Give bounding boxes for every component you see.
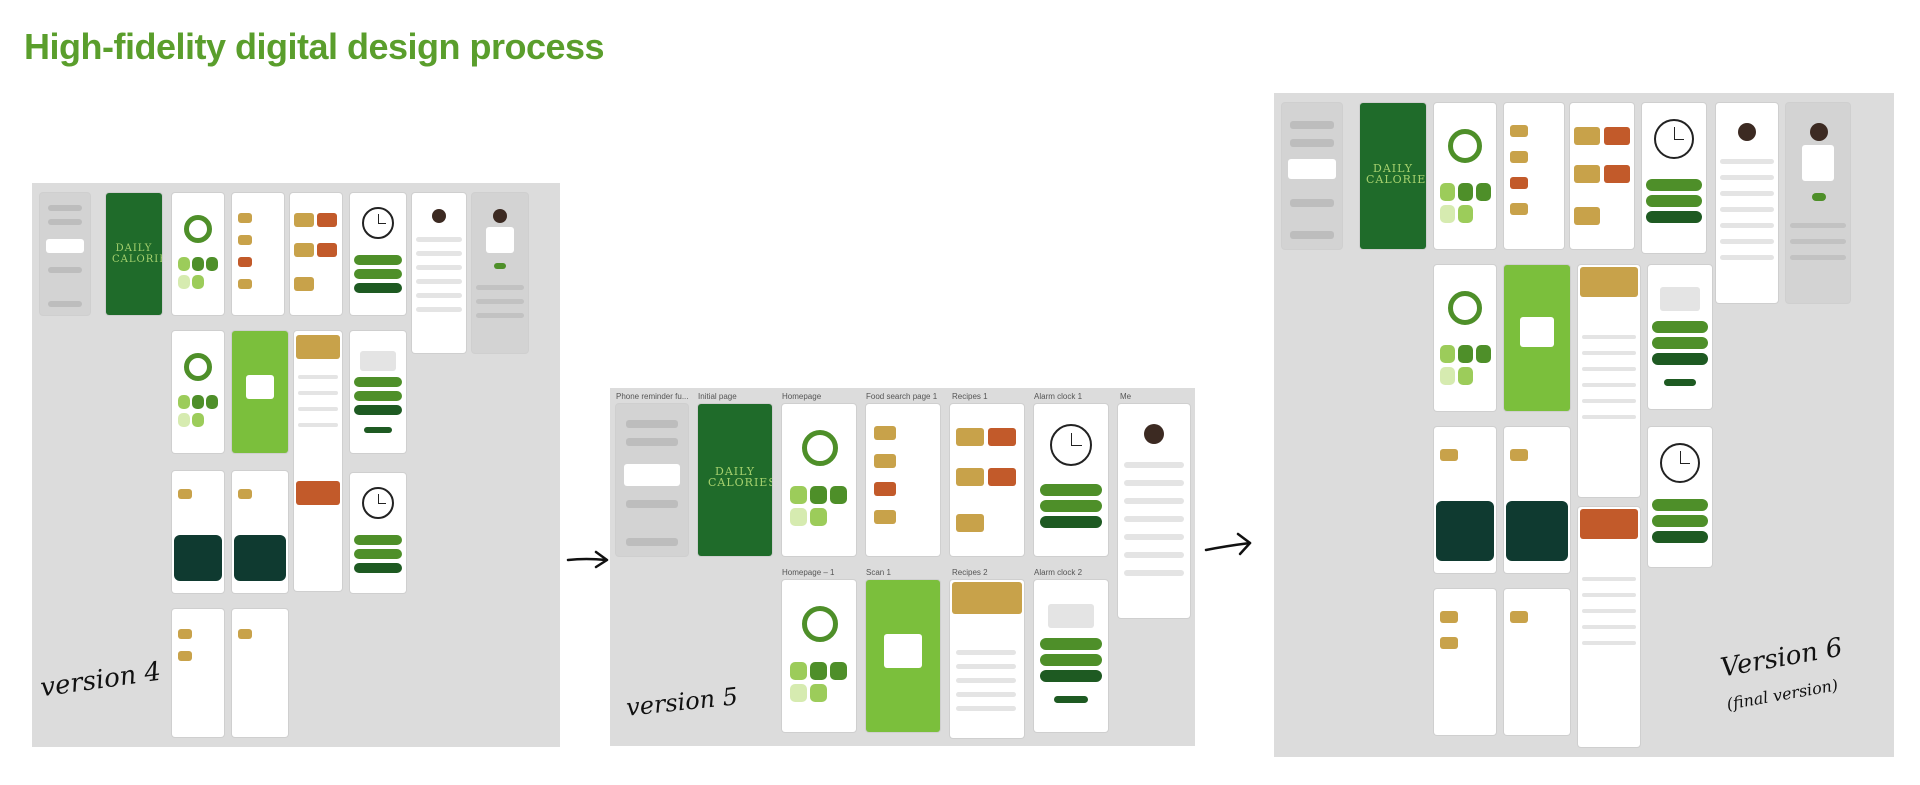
v4-recipe-detail-frame (294, 331, 342, 591)
v5-alarm-1-frame (1034, 404, 1108, 556)
v4-alarm-frame (350, 193, 406, 315)
v5-me-frame (1118, 404, 1190, 618)
v4-profile-edit-frame (472, 193, 528, 353)
v5-label-phone-reminder: Phone reminder fu... (616, 392, 689, 401)
v5-food-search-frame (866, 404, 940, 556)
v6-profile-edit-frame (1786, 103, 1850, 303)
page-title: High-fidelity digital design process (24, 26, 605, 67)
v4-homepage-1-frame (172, 331, 224, 453)
v6-add-food-frame (1434, 427, 1496, 573)
v5-label-recipes-1: Recipes 1 (952, 392, 988, 401)
v5-label-recipes-2: Recipes 2 (952, 568, 988, 577)
v4-alarm-2-frame (350, 473, 406, 593)
v4-edit-alarm-frame (350, 331, 406, 453)
v6-food-search-frame (1504, 103, 1564, 249)
v6-alarm-frame (1642, 103, 1706, 253)
v4-homepage-frame (172, 193, 224, 315)
v6-profile-frame (1716, 103, 1778, 303)
v4-add-food-frame (172, 471, 224, 593)
v4-add-food-2-frame (232, 471, 288, 593)
v6-homepage-1-frame (1434, 265, 1496, 411)
v5-scan-1-frame (866, 580, 940, 732)
arrow-right-icon (566, 550, 609, 569)
version-5-note: version 5 (624, 682, 740, 722)
v6-scan-frame (1504, 265, 1570, 411)
v5-label-alarm-1: Alarm clock 1 (1034, 392, 1083, 401)
v6-phone-reminder-frame (1282, 103, 1342, 249)
v5-recipes-2-frame (950, 580, 1024, 738)
v5-label-homepage: Homepage (782, 392, 822, 401)
v6-homepage-frame (1434, 103, 1496, 249)
v5-label-homepage-1: Homepage – 1 (782, 568, 835, 577)
v5-label-scan-1: Scan 1 (866, 568, 891, 577)
v5-label-initial-page: Initial page (698, 392, 737, 401)
v5-label-alarm-2: Alarm clock 2 (1034, 568, 1083, 577)
v5-homepage-1-frame (782, 580, 856, 732)
v4-phone-reminder-frame (40, 193, 90, 315)
v6-alarm-2-frame (1648, 427, 1712, 567)
v5-alarm-2-frame (1034, 580, 1108, 732)
arrow-right-icon (1204, 532, 1252, 556)
version-6-note: Version 6 (1718, 632, 1845, 684)
v4-scan-frame (232, 331, 288, 453)
version-6-note-sub: (final version) (1725, 675, 1840, 714)
v5-recipes-1-frame (950, 404, 1024, 556)
v4-food-search-frame (232, 193, 284, 315)
v6-food-search-3-frame (1504, 589, 1570, 735)
v5-label-food-search: Food search page 1 (866, 392, 938, 401)
version-4-note: version 4 (38, 656, 163, 704)
v6-add-food-2-frame (1504, 427, 1570, 573)
v5-label-me: Me (1120, 392, 1132, 401)
v4-food-search-2-frame (172, 609, 224, 737)
version-5-board: Phone reminder fu... Initial page Homepa… (610, 388, 1195, 746)
v4-food-search-3-frame (232, 609, 288, 737)
v5-phone-reminder-frame (616, 404, 688, 556)
v6-food-search-2-frame (1434, 589, 1496, 735)
v6-recipe-detail-2-frame (1578, 507, 1640, 747)
v6-recipe-detail-frame (1578, 265, 1640, 497)
v4-profile-frame (412, 193, 466, 353)
v6-edit-alarm-frame (1648, 265, 1712, 409)
v5-homepage-frame (782, 404, 856, 556)
v4-recipes-frame (290, 193, 342, 315)
v6-recipes-1-frame (1570, 103, 1634, 249)
